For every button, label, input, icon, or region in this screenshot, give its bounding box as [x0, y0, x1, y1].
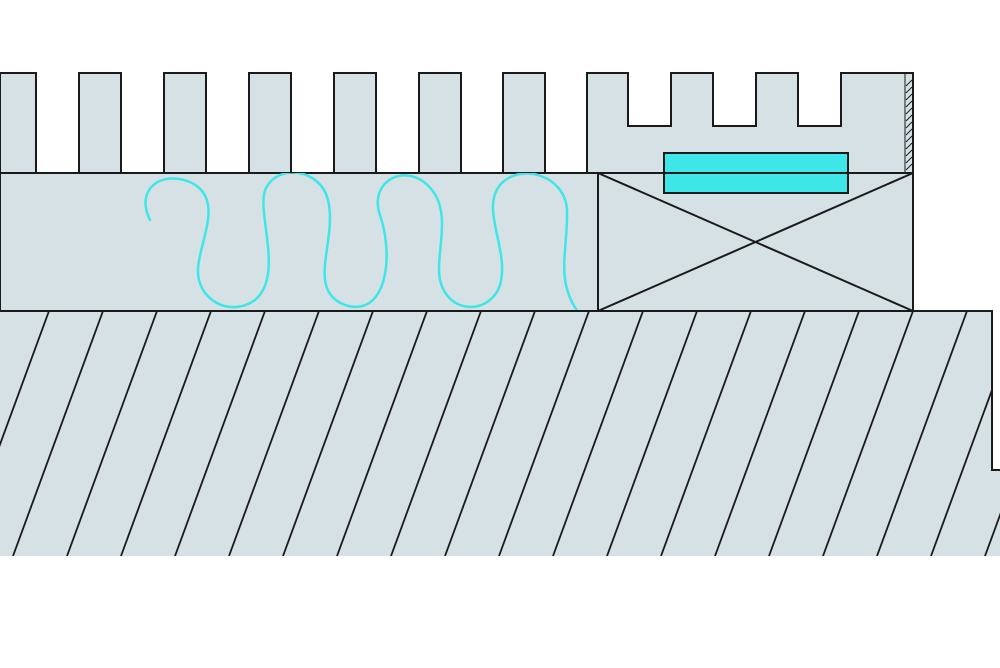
fin-end-hatch — [904, 73, 913, 173]
end-hatch-line — [905, 86, 913, 94]
base-plate — [0, 310, 1000, 556]
hatch-line — [282, 311, 374, 556]
hatch-line — [876, 311, 968, 556]
spreader-layer — [0, 172, 599, 312]
cross-line-b — [597, 172, 914, 312]
hatch-line — [120, 311, 212, 556]
hatch-line — [714, 311, 806, 556]
end-hatch-line — [905, 149, 913, 157]
hatch-line — [552, 311, 644, 556]
hatch-line — [12, 311, 104, 556]
base-outline — [0, 310, 1000, 471]
end-hatch-line — [905, 100, 913, 108]
end-hatch-line — [905, 142, 913, 150]
hatch-line — [822, 311, 914, 556]
hatch-line — [444, 311, 536, 556]
end-hatch-line — [905, 128, 913, 136]
hatch-line — [228, 311, 320, 556]
hatch-line — [930, 311, 1000, 556]
end-hatch-line — [905, 135, 913, 143]
end-hatch-line — [905, 156, 913, 164]
base-body — [0, 311, 1000, 556]
end-hatch-line — [905, 93, 913, 101]
spreader-body — [0, 172, 599, 312]
hatch-line — [66, 311, 158, 556]
end-hatch-line — [905, 121, 913, 129]
wavy-line — [144, 173, 579, 311]
end-hatch-line — [905, 163, 913, 171]
hatch-line — [390, 311, 482, 556]
end-hatch-line — [905, 79, 913, 87]
end-hatch-line — [905, 114, 913, 122]
hatch-line — [768, 311, 860, 556]
hatch-line — [606, 311, 698, 556]
cross-block — [597, 172, 914, 312]
hatch-line — [498, 311, 590, 556]
base-hatching — [0, 311, 1000, 556]
end-hatch-line — [905, 107, 913, 115]
hatch-line — [174, 311, 266, 556]
hatch-line — [0, 311, 50, 556]
accent-bar — [663, 152, 849, 194]
hatch-line — [660, 311, 752, 556]
hatch-line — [336, 311, 428, 556]
